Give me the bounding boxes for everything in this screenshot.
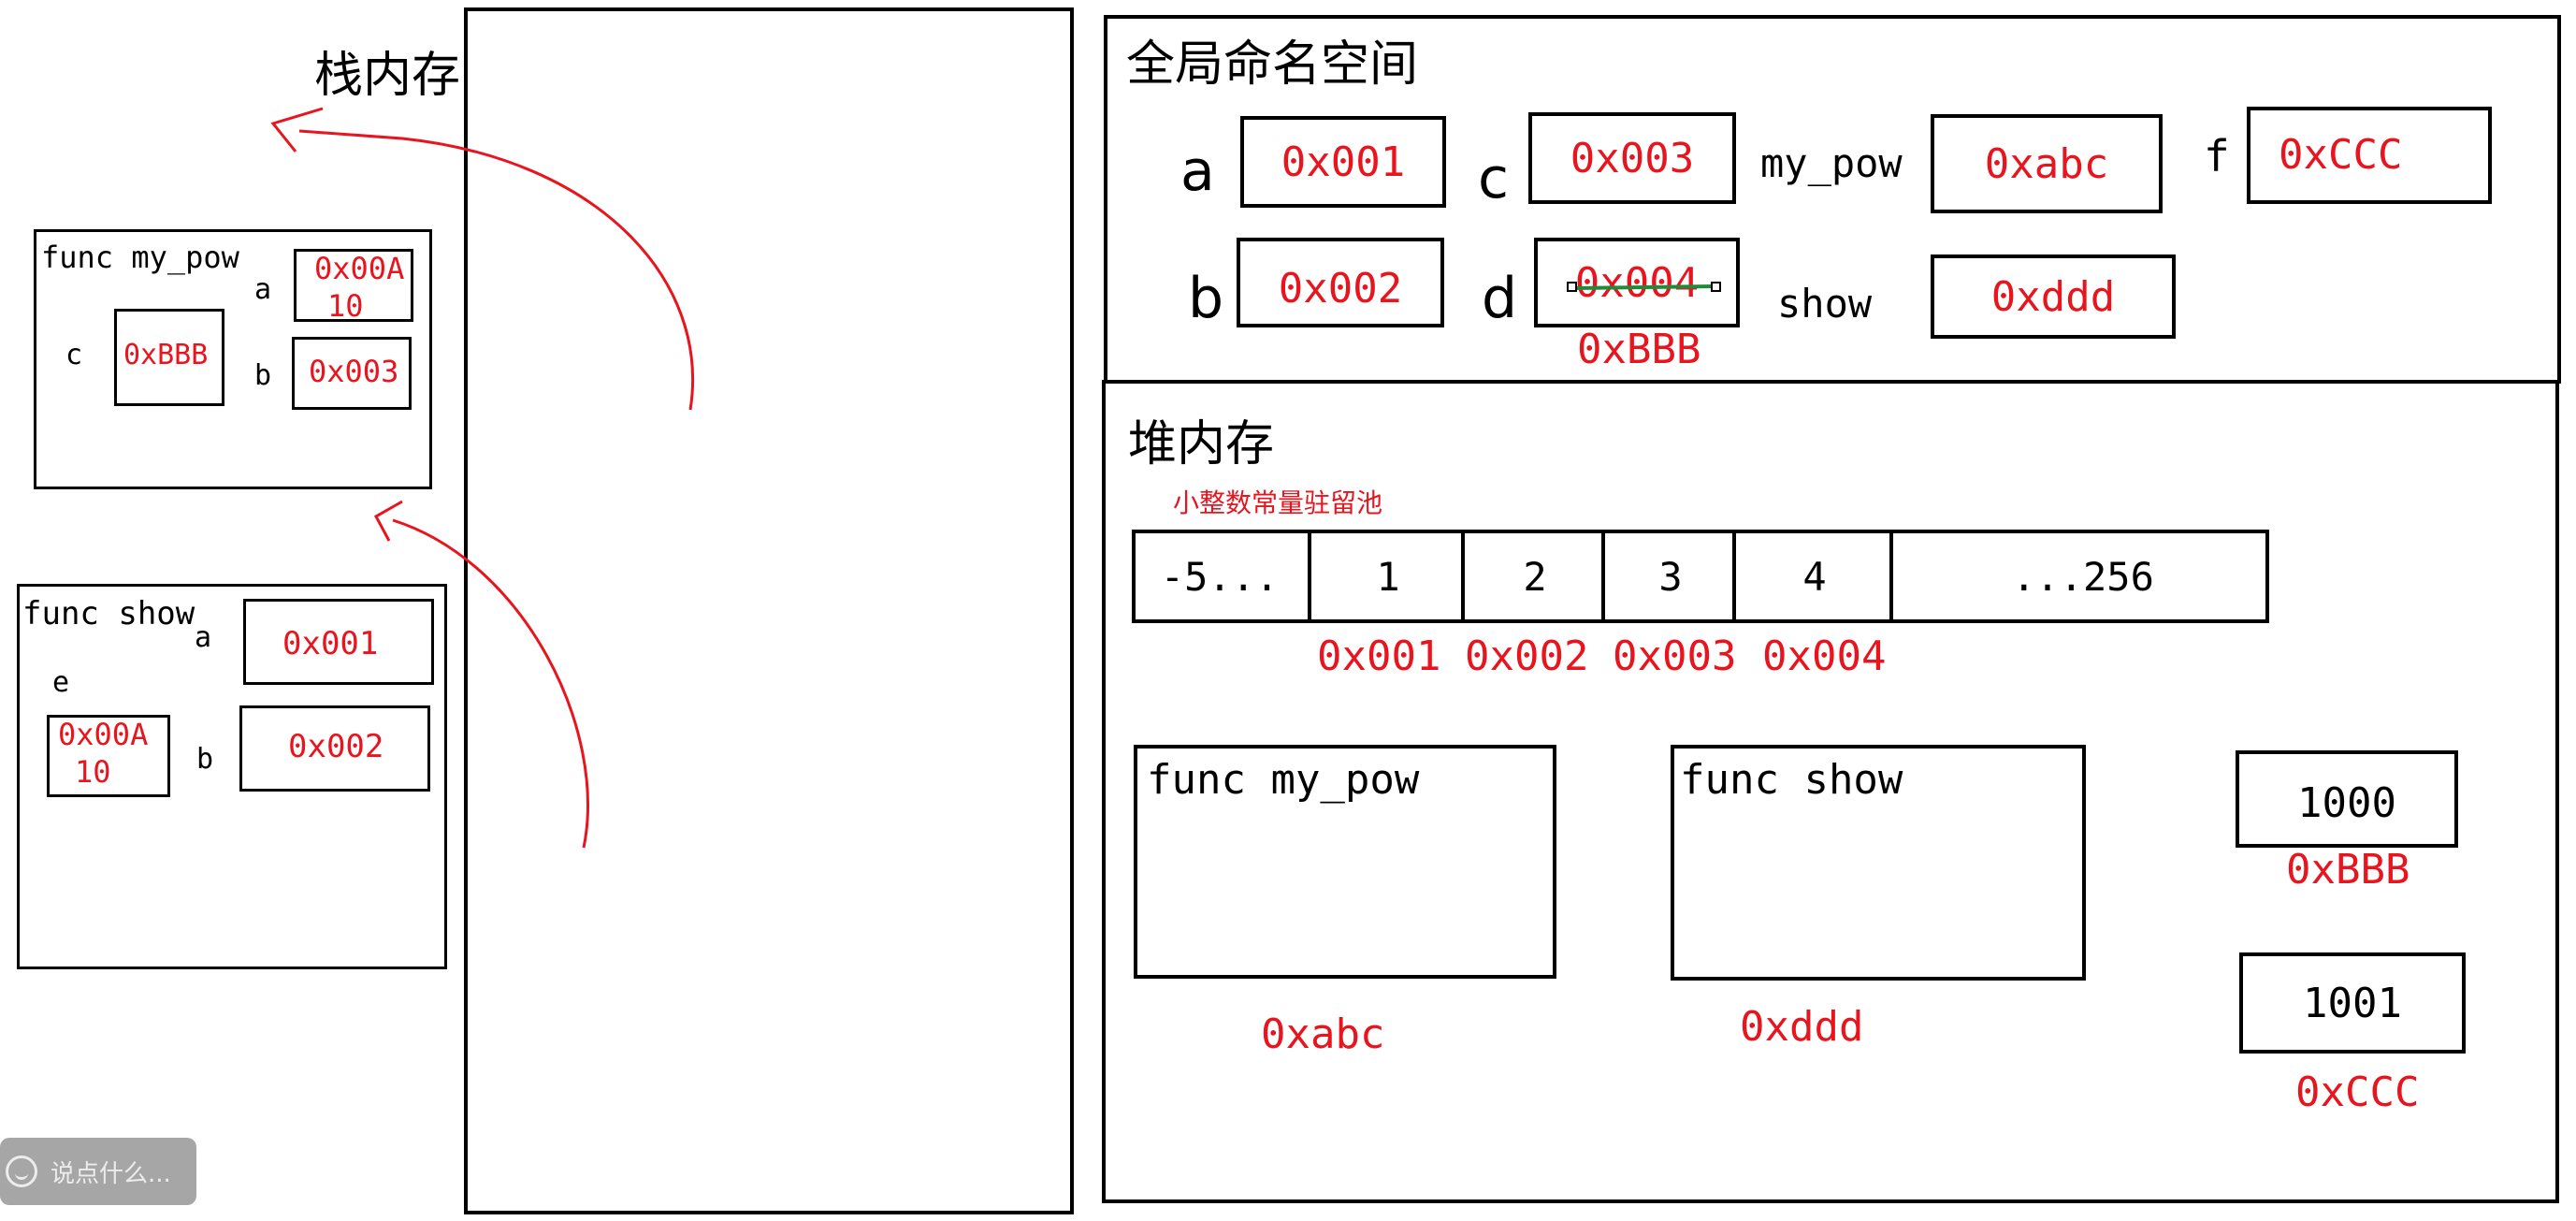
global-slot-show (1931, 254, 2176, 339)
pool-cell: 2 (1461, 530, 1605, 623)
heap-title: 堆内存 (1128, 416, 1275, 472)
heap-obj-1001 (2239, 952, 2466, 1054)
heap-func-my-pow-label: func my_pow (1147, 756, 1420, 804)
heap-obj-1001-value: 1001 (2303, 979, 2402, 1027)
heap-panel (1102, 380, 2559, 1203)
frame-show-slot-a (243, 599, 434, 685)
global-slot-b (1237, 238, 1444, 327)
strike-line (1572, 284, 1716, 290)
small-int-pool (1132, 530, 2269, 623)
global-val-c: 0x003 (1570, 134, 1695, 182)
global-val-b: 0x002 (1278, 264, 1403, 313)
frame-my-pow-title: func my_pow (41, 240, 239, 275)
global-var-f: f (2204, 131, 2230, 182)
chat-input-placeholder: 说点什么... (51, 1159, 171, 1188)
strike-handle-right (1711, 282, 1721, 292)
global-val-f: 0xCCC (2279, 131, 2403, 179)
frame-show-title: func show (22, 595, 195, 632)
frame-show-slot-e (47, 715, 170, 797)
heap-func-my-pow (1134, 745, 1556, 979)
frame-my-pow-var-c: c (65, 339, 83, 371)
red-arrow-upper-head (270, 107, 324, 153)
global-val-a: 0x001 (1281, 138, 1406, 186)
red-arrow-upper (298, 129, 695, 411)
frame-show-val-e-line1: 0x00A (58, 717, 149, 752)
global-val-my-pow: 0xabc (1984, 139, 2109, 188)
global-val-show: 0xddd (1990, 272, 2116, 321)
heap-func-show-label: func show (1680, 756, 1903, 804)
heap-obj-1000-value: 1000 (2297, 778, 2396, 827)
pool-cell: -5... (1160, 553, 1280, 600)
pool-addr: 0x002 (1465, 632, 1589, 680)
global-namespace-title: 全局命名空间 (1126, 36, 1419, 93)
frame-my-pow-val-c: 0xBBB (123, 339, 209, 371)
global-var-a: a (1180, 138, 1215, 204)
global-slot-d (1534, 238, 1740, 327)
small-int-pool-label: 小整数常量驻留池 (1173, 487, 1383, 518)
frame-show (17, 584, 447, 969)
global-val-d-new: 0xBBB (1577, 326, 1701, 373)
frame-my-pow-slot-a (294, 249, 413, 322)
pool-cell: 4 (1732, 530, 1893, 623)
pool-cell: 3 (1601, 530, 1736, 623)
heap-func-my-pow-addr: 0xabc (1261, 1010, 1385, 1058)
global-var-c: c (1478, 146, 1509, 211)
stack-panel (464, 7, 1074, 1214)
frame-show-slot-b (239, 705, 430, 792)
frame-show-val-a: 0x001 (282, 625, 379, 662)
heap-obj-1000 (2236, 750, 2458, 848)
frame-show-val-e-line2: 10 (75, 754, 111, 790)
heap-obj-1001-addr: 0xCCC (2295, 1068, 2420, 1116)
pool-cell: ...256 (1889, 530, 2273, 623)
pool-cell: 1 (1308, 530, 1465, 623)
frame-my-pow-slot-c (114, 309, 224, 406)
heap-func-show-addr: 0xddd (1740, 1003, 1864, 1051)
red-arrow-lower-head (373, 500, 403, 542)
frame-my-pow-var-b: b (254, 359, 272, 392)
global-var-show: show (1777, 281, 1873, 327)
frame-show-var-b: b (196, 743, 214, 776)
global-slot-c (1528, 112, 1736, 204)
global-slot-my-pow (1931, 114, 2163, 213)
frame-my-pow-var-a: a (254, 273, 272, 306)
chat-bubble-icon (6, 1156, 37, 1187)
red-arrow-lower (392, 518, 589, 849)
global-slot-a (1240, 116, 1446, 208)
pool-addr: 0x003 (1613, 632, 1737, 680)
global-val-d-struck: 0x004 (1574, 258, 1700, 307)
pool-addr: 0x001 (1317, 632, 1441, 680)
chat-input-bar[interactable]: 说点什么... (0, 1138, 196, 1205)
heap-func-show (1671, 745, 2086, 981)
frame-my-pow-val-b: 0x003 (309, 354, 399, 389)
frame-show-var-a: a (195, 621, 212, 654)
frame-show-val-b: 0x002 (288, 728, 384, 765)
heap-obj-1000-addr: 0xBBB (2286, 846, 2410, 894)
pool-addr: 0x004 (1762, 632, 1887, 680)
frame-my-pow-val-a-line2: 10 (327, 288, 364, 324)
stack-title: 栈内存 (314, 48, 461, 104)
global-var-d: d (1482, 266, 1518, 331)
global-slot-f (2247, 107, 2492, 204)
frame-my-pow-val-a-line1: 0x00A (314, 251, 405, 286)
frame-my-pow (34, 229, 432, 489)
global-var-my-pow: my_pow (1760, 140, 1903, 186)
global-var-b: b (1188, 266, 1224, 331)
frame-show-var-e: e (52, 666, 70, 699)
frame-my-pow-slot-b (292, 337, 412, 410)
strike-handle-left (1567, 282, 1577, 292)
